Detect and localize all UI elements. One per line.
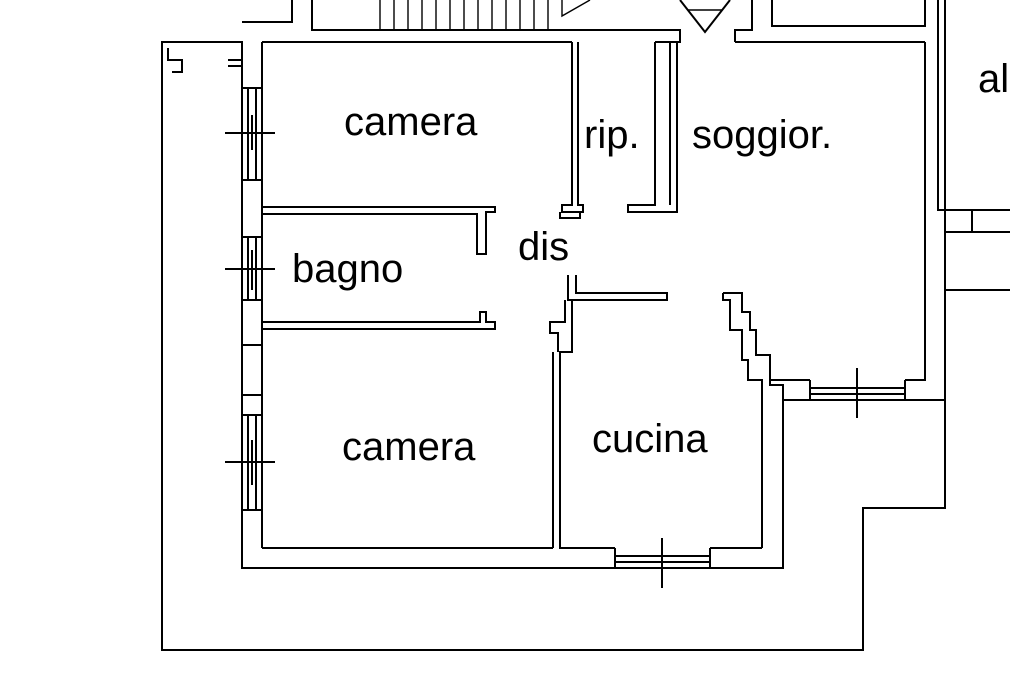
room-label-bagno: bagno [292, 247, 403, 291]
room-label-edge: al [978, 57, 1009, 101]
room-label-ripostiglio: rip. [584, 113, 640, 157]
room-label-soggiorno: soggior. [692, 113, 832, 157]
room-label-cucina: cucina [592, 417, 708, 461]
interior-walls [242, 41, 810, 549]
room-label-disimpegno: dis [518, 225, 569, 269]
windows [225, 87, 906, 588]
room-label-camera-top: camera [344, 100, 478, 144]
room-label-camera-bottom: camera [342, 425, 476, 469]
